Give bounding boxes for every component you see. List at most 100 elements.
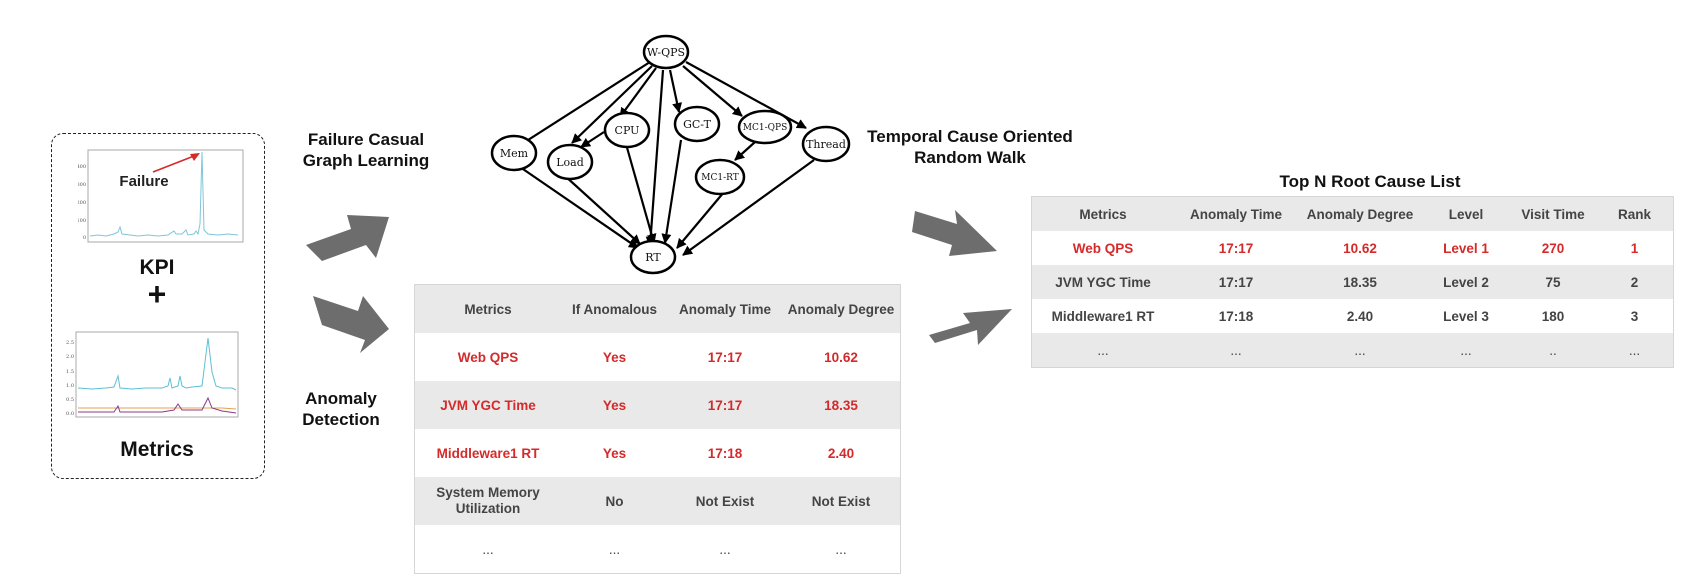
table-cell: 3 bbox=[1630, 308, 1639, 324]
kpi-line bbox=[89, 151, 239, 237]
table-cell: Not Exist bbox=[782, 477, 901, 525]
table-cell: System Memory Utilization bbox=[414, 477, 561, 525]
failure-arrow bbox=[152, 155, 195, 173]
node-w-qps bbox=[642, 34, 690, 70]
graph-edges bbox=[513, 61, 815, 256]
column-header: Anomaly Time bbox=[1174, 196, 1298, 231]
arrow-to-graph bbox=[306, 215, 389, 261]
edge bbox=[571, 65, 653, 144]
table-cell: ... bbox=[835, 541, 847, 557]
table-cell: Web QPS bbox=[1072, 240, 1134, 256]
table-cell: ... bbox=[608, 541, 621, 557]
edge bbox=[580, 131, 605, 148]
metrics-ytick: 1.5 bbox=[66, 369, 74, 375]
random-walk-label: Temporal Cause Oriented Random Walk bbox=[867, 127, 1073, 167]
node-label: Thread bbox=[806, 138, 846, 151]
table-cell: Level 3 bbox=[1443, 308, 1489, 324]
node-label: Mem bbox=[500, 147, 529, 160]
edge bbox=[619, 67, 657, 118]
edge bbox=[676, 191, 725, 249]
table-cell: JVM YGC Time bbox=[1031, 265, 1174, 299]
anomaly-detection-label: Anomaly Detection bbox=[302, 389, 380, 429]
table-cell: Yes bbox=[561, 381, 668, 429]
table-cell: 270 bbox=[1541, 240, 1565, 256]
edge bbox=[519, 166, 639, 249]
table-cell: 75 bbox=[1510, 265, 1596, 299]
table-row: Web QPS Yes 17:17 10.62 bbox=[415, 333, 901, 381]
node-cpu bbox=[603, 111, 651, 149]
kpi-ytick: 400 bbox=[78, 164, 86, 170]
node-label: RT bbox=[645, 251, 661, 264]
table-header-row: Metrics If Anomalous Anomaly Time Anomal… bbox=[414, 284, 901, 333]
failure-arrowhead bbox=[190, 153, 200, 161]
table-cell: ... bbox=[1422, 333, 1510, 368]
table-row: Middleware1 RT Yes 17:18 2.40 bbox=[415, 429, 901, 477]
node-label: GC-T bbox=[683, 118, 712, 131]
node-thread bbox=[801, 125, 851, 163]
metrics-line-cyan bbox=[77, 337, 237, 391]
table-cell: ... bbox=[1298, 333, 1422, 368]
root-cause-title: Top N Root Cause List bbox=[1279, 172, 1461, 191]
metrics-ytick: 2.5 bbox=[66, 340, 74, 346]
node-mem bbox=[490, 134, 538, 172]
table-cell: 17:17 bbox=[1218, 240, 1254, 256]
table-cell: 1 bbox=[1630, 240, 1639, 256]
metrics-line-purple bbox=[78, 396, 237, 414]
edge bbox=[668, 69, 683, 113]
table-cell: ... bbox=[1174, 333, 1298, 368]
graph-nodes bbox=[490, 34, 851, 275]
table-cell: 2 bbox=[1596, 265, 1674, 299]
table-cell: Level 1 bbox=[1443, 240, 1489, 256]
node-mc1-rt bbox=[694, 158, 746, 196]
table-cell: .. bbox=[1510, 333, 1596, 368]
table-cell: Not Exist bbox=[668, 477, 782, 525]
edge bbox=[563, 174, 641, 245]
table-row: ... ... ... ... .. ... bbox=[1031, 333, 1674, 368]
node-label: MC1-QPS bbox=[743, 123, 787, 133]
table-row: Web QPS 17:17 10.62 Level 1 270 1 bbox=[1032, 231, 1674, 265]
table-cell: ... bbox=[1596, 333, 1674, 368]
input-panel bbox=[51, 133, 265, 479]
metrics-line-orange bbox=[78, 407, 237, 410]
table-cell: 18.35 bbox=[1298, 265, 1422, 299]
column-header: If Anomalous bbox=[561, 284, 668, 333]
table-cell: Web QPS bbox=[457, 349, 519, 365]
node-mc1-qps bbox=[737, 109, 793, 145]
root-cause-table: Metrics Anomaly Time Anomaly Degree Leve… bbox=[1031, 196, 1674, 368]
arrow-to-anomaly bbox=[313, 296, 389, 353]
metrics-ytick: 0.5 bbox=[66, 397, 74, 403]
node-label: Load bbox=[556, 156, 584, 169]
column-header: Visit Time bbox=[1510, 196, 1596, 231]
anomaly-table: Metrics If Anomalous Anomaly Time Anomal… bbox=[414, 284, 901, 574]
table-cell: 180 bbox=[1541, 308, 1565, 324]
table-cell: 10.62 bbox=[1343, 240, 1377, 256]
graph-learning-label: Failure Casual Graph Learning bbox=[302, 130, 430, 170]
table-header-row: Metrics Anomaly Time Anomaly Degree Leve… bbox=[1031, 196, 1674, 231]
table-cell: 17:17 bbox=[668, 381, 782, 429]
node-rt bbox=[629, 239, 677, 275]
table-cell: No bbox=[561, 477, 668, 525]
edge bbox=[645, 69, 665, 247]
column-header: Anomaly Degree bbox=[1298, 196, 1422, 231]
column-header: Metrics bbox=[414, 284, 561, 333]
table-cell: JVM YGC Time bbox=[414, 381, 561, 429]
plus-sign: + bbox=[147, 276, 167, 312]
table-row: Middleware1 RT 17:18 2.40 Level 3 180 3 bbox=[1032, 299, 1674, 333]
table-cell: Yes bbox=[602, 445, 627, 461]
table-cell: 17:17 bbox=[707, 349, 743, 365]
causal-graph: W-QPS Mem Load CPU GC-T MC1-QPS Thread M… bbox=[490, 34, 851, 275]
table-cell: Middleware1 RT bbox=[1051, 308, 1155, 324]
kpi-ytick: 0 bbox=[83, 235, 86, 241]
table-cell: 18.35 bbox=[782, 381, 901, 429]
column-header: Rank bbox=[1596, 196, 1674, 231]
column-header: Anomaly Time bbox=[668, 284, 782, 333]
kpi-chart: 400 300 200 100 0 Failure bbox=[78, 149, 244, 243]
node-label: MC1-RT bbox=[701, 173, 739, 183]
arrow-from-graph bbox=[912, 210, 997, 256]
kpi-ytick: 300 bbox=[78, 182, 86, 188]
table-row: ... ... ... ... bbox=[415, 525, 901, 574]
edge bbox=[682, 65, 743, 117]
kpi-label: KPI bbox=[139, 256, 175, 279]
table-cell: Middleware1 RT bbox=[436, 445, 540, 461]
